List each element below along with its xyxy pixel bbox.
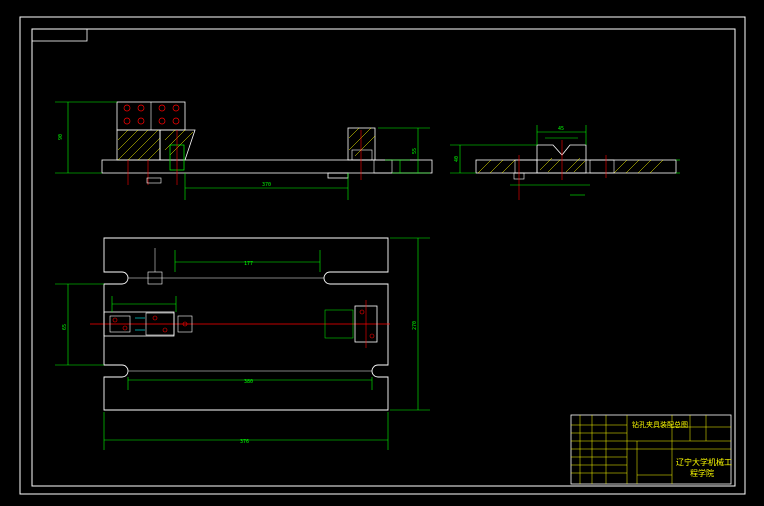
front-bolt-holes <box>123 104 180 125</box>
front-view: 90 370 55 <box>55 101 433 200</box>
dim-plan-left-width: 65 <box>62 324 68 330</box>
side-view: 45 40 <box>450 125 680 200</box>
dim-side-height: 40 <box>454 156 460 162</box>
dim-front-right-height: 55 <box>412 148 418 154</box>
plan-base-outline <box>103 237 389 411</box>
drawing-number-box <box>31 28 88 42</box>
front-base-step <box>327 172 349 179</box>
dim-plan-length: 177 <box>244 261 253 267</box>
title-block: 钻孔夹具装配总图 辽宁大学机械工 程学院 <box>570 414 732 485</box>
dim-plan-slot: 380 <box>244 379 253 385</box>
dim-front-height: 90 <box>58 134 64 140</box>
plan-dimensions <box>55 237 430 450</box>
outer-border <box>19 16 746 495</box>
side-v-block <box>536 144 587 174</box>
title-drawing-name: 钻孔夹具装配总图 <box>632 420 688 429</box>
inner-border <box>31 28 736 487</box>
dim-side-top: 45 <box>558 126 564 132</box>
front-dimensions <box>55 101 430 200</box>
side-dimensions <box>450 125 680 196</box>
dim-plan-total: 376 <box>240 439 249 445</box>
title-school-line1: 辽宁大学机械工 <box>676 457 732 467</box>
dim-plan-width: 270 <box>412 321 418 330</box>
front-base-plate <box>101 159 433 174</box>
front-clamp-wedge <box>159 129 196 161</box>
title-school-line2: 程学院 <box>690 468 714 478</box>
dim-front-length: 370 <box>262 182 271 188</box>
plan-view: 177 380 376 270 65 <box>55 237 430 450</box>
